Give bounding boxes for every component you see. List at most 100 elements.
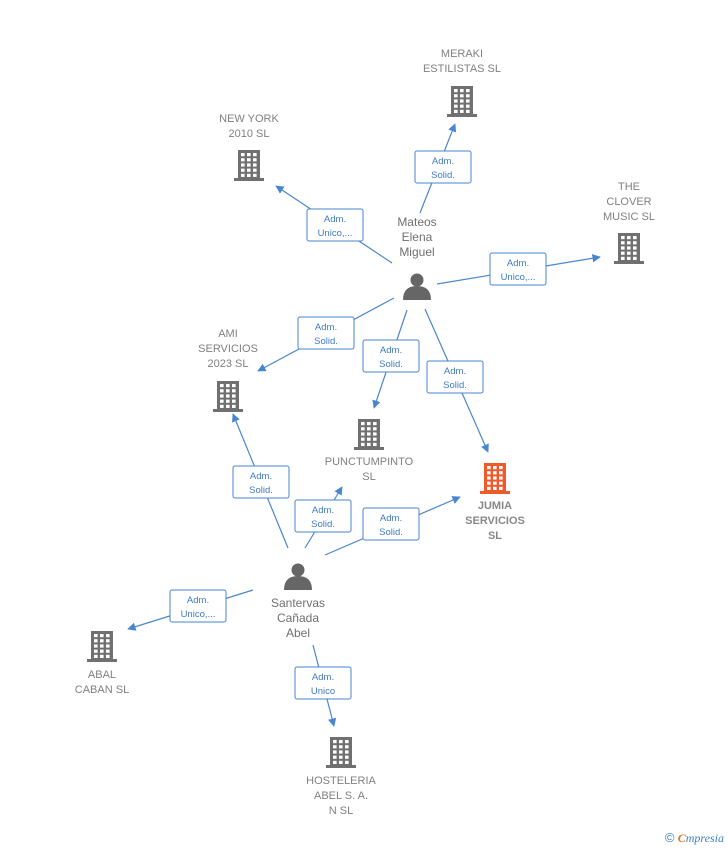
edge-label-text: Unico,... (181, 609, 216, 620)
building-window (100, 644, 104, 648)
building-window (621, 251, 625, 255)
edge-label-box (294, 499, 352, 533)
building-window (373, 427, 377, 431)
building-window (226, 389, 230, 393)
edge-label-text: Adm. (432, 156, 454, 167)
building-window (361, 427, 365, 431)
node-label: ABEL S. A. (314, 790, 368, 802)
relation-edge[interactable]: Adm.Unico (294, 644, 352, 727)
building-window (345, 740, 349, 744)
building-window (253, 168, 257, 172)
edge-label-box (169, 589, 227, 623)
building-window (499, 466, 503, 470)
building-window (627, 236, 631, 240)
edge-label-text: Adm. (312, 672, 334, 683)
edge-label-text: Solid. (443, 380, 467, 391)
relation-edge[interactable]: Adm.Solid. (231, 413, 290, 549)
edge-label-text: Adm. (312, 505, 334, 516)
relation-edge[interactable]: Adm.Solid. (414, 123, 472, 214)
edge-label-text: Adm. (380, 513, 402, 524)
relation-edge[interactable]: Adm. Solid. (257, 297, 395, 372)
node-label: N SL (329, 805, 353, 817)
building-base (354, 447, 384, 450)
company-node[interactable]: NEW YORK 2010 SL (219, 113, 280, 181)
relation-edge[interactable]: Adm.Solid. (294, 486, 352, 549)
building-window (367, 442, 371, 446)
building-window (226, 404, 230, 408)
building-window (247, 158, 251, 162)
building-window (106, 649, 110, 653)
edge-label-text: Adm. (380, 345, 402, 356)
edge-label-box (306, 208, 364, 242)
building-window (373, 437, 377, 441)
building-window (247, 163, 251, 167)
building-window (94, 654, 98, 658)
building-window (367, 437, 371, 441)
building-window (361, 422, 365, 426)
node-label: SL (362, 471, 375, 483)
building-window (466, 89, 470, 93)
building-base (326, 765, 356, 768)
relation-edge[interactable]: Adm.Solid. (324, 496, 461, 556)
building-window (361, 442, 365, 446)
building-window (493, 466, 497, 470)
node-label: Abel (286, 626, 310, 640)
person-head (410, 273, 424, 287)
building-window (345, 750, 349, 754)
building-window (345, 755, 349, 759)
building-icon (326, 737, 356, 768)
edge-label-text: Adm. (250, 471, 272, 482)
edge-label-text: Adm. (444, 366, 466, 377)
relation-edge[interactable]: Adm.Unico,... (436, 252, 601, 286)
building-window (633, 251, 637, 255)
relation-edge[interactable]: Adm. Unico,... (127, 589, 254, 631)
building-window (333, 760, 337, 764)
node-label: NEW YORK (219, 113, 279, 125)
node-label: JUMIA (478, 500, 512, 512)
brand-logo-initial: C (677, 831, 686, 845)
edge-label-text: Solid. (379, 359, 403, 370)
person-body (403, 286, 431, 300)
building-window (633, 241, 637, 245)
node-label: 2010 SL (229, 128, 270, 140)
edge-label-text: Adm. (315, 322, 337, 333)
relation-edge[interactable]: Adm. Solid. (424, 308, 489, 453)
building-window (232, 404, 236, 408)
building-window (373, 442, 377, 446)
node-label: Miguel (399, 245, 434, 259)
building-base (480, 491, 510, 494)
building-window (499, 486, 503, 490)
building-window (253, 158, 257, 162)
building-window (220, 404, 224, 408)
building-window (241, 163, 245, 167)
edge-label-text: Adm. (324, 214, 346, 225)
building-window (454, 99, 458, 103)
relation-edge[interactable]: Adm.Unico,... (275, 185, 393, 264)
building-base (87, 659, 117, 662)
building-icon (87, 631, 117, 662)
node-label: ESTILISTAS SL (423, 63, 501, 75)
building-window (339, 745, 343, 749)
edge-label-text: Adm. (187, 595, 209, 606)
building-window (460, 89, 464, 93)
building-window (373, 422, 377, 426)
building-icon (354, 419, 384, 450)
building-window (241, 158, 245, 162)
building-window (106, 644, 110, 648)
building-window (100, 634, 104, 638)
relation-edge[interactable]: Adm. Solid. (362, 309, 420, 409)
node-label: AMI (218, 328, 238, 340)
edge-label-text: Solid. (314, 336, 338, 347)
node-label: Santervas (271, 596, 325, 610)
